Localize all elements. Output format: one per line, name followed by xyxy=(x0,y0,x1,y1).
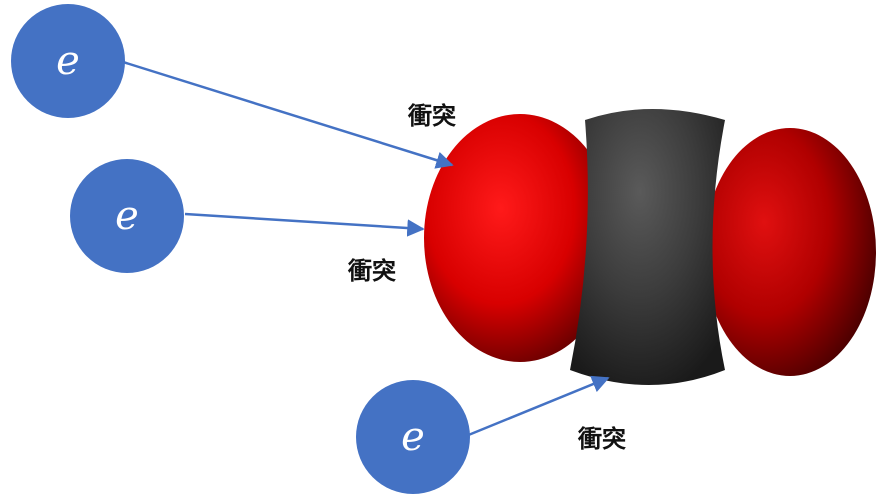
electron-symbol: e xyxy=(401,414,425,460)
electron-circle xyxy=(70,159,184,273)
collision-label-middle: 衝突 xyxy=(347,257,396,285)
carbon-atom xyxy=(570,109,725,385)
electron-1: e xyxy=(11,4,125,118)
electron-symbol: e xyxy=(115,193,139,239)
electron-circle xyxy=(11,4,125,118)
collision-arrow-bottom xyxy=(465,375,610,438)
co2-molecule xyxy=(424,109,876,385)
electron-3: e xyxy=(356,380,470,494)
oxygen-atom-left xyxy=(424,114,616,362)
electron-2: e xyxy=(70,159,184,273)
oxygen-atom-right xyxy=(704,128,876,376)
collision-arrow-middle xyxy=(184,212,425,237)
collision-label-top: 衝突 xyxy=(407,102,456,130)
collision-arrow-top xyxy=(122,60,454,169)
collision-label-bottom: 衝突 xyxy=(577,425,626,453)
electron-circle xyxy=(356,380,470,494)
electron-symbol: e xyxy=(56,38,80,84)
